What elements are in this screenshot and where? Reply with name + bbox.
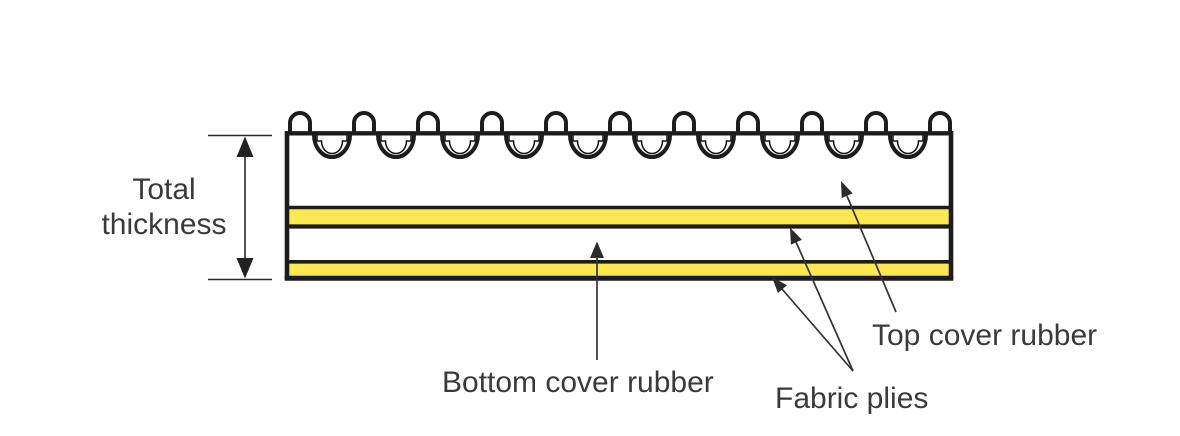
fabric-ply-arrowhead-upper — [790, 227, 802, 245]
profile-cups-outer — [312, 134, 928, 159]
belt-top-profile — [285, 111, 953, 159]
annotation-arrows — [590, 181, 897, 372]
top-cover-arrowhead — [841, 181, 853, 198]
profile-domes — [288, 111, 952, 135]
fabric-ply-arrow-line-upper — [795, 241, 854, 372]
top-cover-arrow-line — [846, 195, 897, 313]
profile-cups-inner — [316, 135, 924, 155]
bottom-cover-rubber-label: Bottom cover rubber — [442, 366, 714, 399]
dimension-arrowhead-up — [236, 136, 254, 157]
fabric-ply-arrow-line-lower — [781, 288, 854, 372]
fabric-plies-label: Fabric plies — [775, 382, 929, 415]
total-thickness-label-line1: Total — [132, 173, 196, 206]
fabric-ply-arrowhead-lower — [772, 277, 787, 293]
dimension-arrowhead-down — [236, 258, 254, 279]
fabric-ply-top-band — [285, 208, 953, 225]
fabric-ply-bottom-band — [285, 262, 953, 277]
belt-body — [284, 131, 954, 281]
bottom-cover-arrowhead — [590, 241, 604, 258]
total-thickness-label-line2: thickness — [101, 208, 227, 241]
top-cover-rubber-label: Top cover rubber — [872, 319, 1098, 352]
dimension-indicator — [208, 134, 272, 281]
total-thickness-label: Total thickness — [64, 172, 264, 242]
